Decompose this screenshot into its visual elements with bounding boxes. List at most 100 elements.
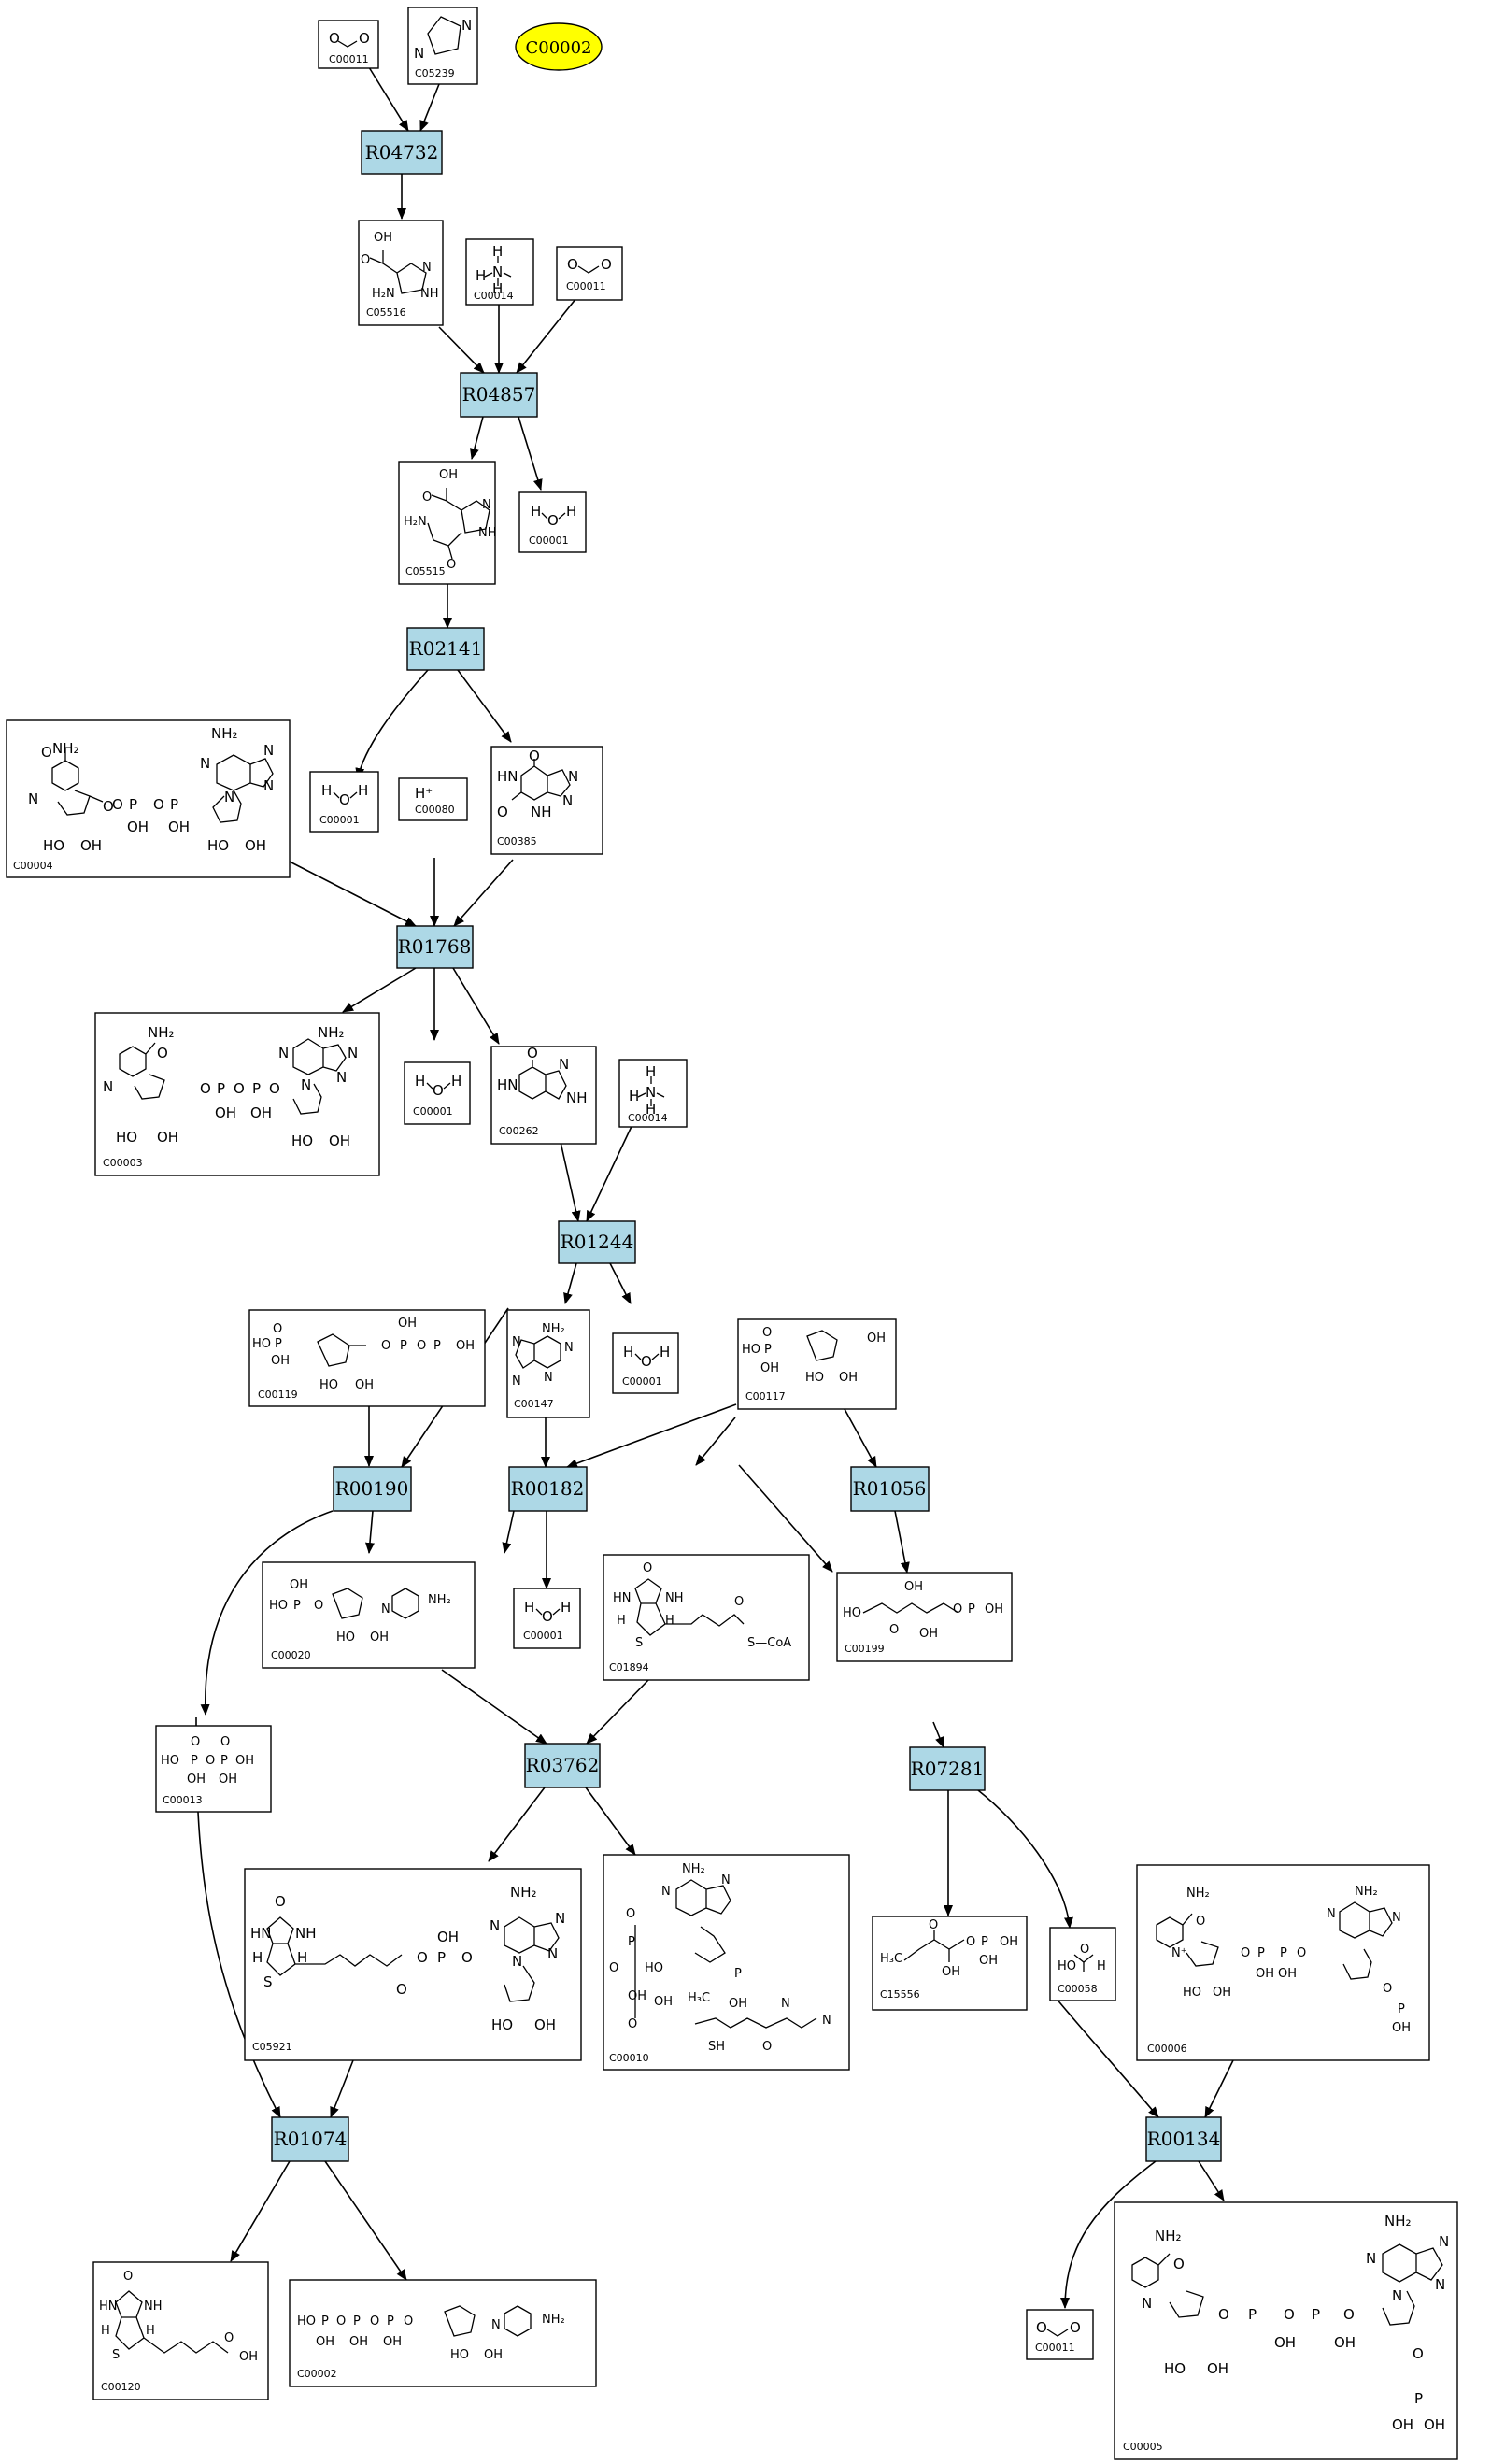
reaction-node-r04857[interactable]: R04857 (460, 372, 538, 418)
compound-node-c00080[interactable]: H⁺ C00080 (398, 777, 468, 821)
compound-label: C00010 (609, 2052, 649, 2064)
atom-label: N (224, 789, 234, 805)
highlight-compound-ellipse[interactable]: C00002 (515, 22, 603, 71)
compound-node-c00120[interactable]: O HN NH H H S O OH C00120 (92, 2261, 269, 2400)
compound-node-c00006[interactable]: NH₂ O N⁺ O O P P NH₂ N N OH OH HO OH O P… (1136, 1864, 1430, 2061)
compound-node-c00001[interactable]: H O H C00001 (309, 771, 379, 833)
compound-node-c00020[interactable]: HO P O OH N NH₂ HO OH C00020 (262, 1561, 476, 1669)
atom-label: P (1398, 2002, 1405, 2016)
atom-label: O (200, 1080, 211, 1097)
atom-label: H (1097, 1959, 1106, 1973)
compound-node-c00147[interactable]: NH₂ N N N N C00147 (506, 1309, 590, 1418)
reaction-node-r00134[interactable]: R00134 (1145, 2116, 1222, 2162)
reaction-label: R02141 (409, 637, 483, 660)
compound-label: C15556 (880, 1988, 920, 2001)
compound-label: C00013 (163, 1794, 203, 1806)
compound-node-c00005[interactable]: NH₂ O N O O O P P OH OH NH₂ N N N N HO O… (1114, 2201, 1458, 2460)
compound-node-c00002[interactable]: HO P O P O P O N NH₂ OH OH OH HO OH C000… (289, 2279, 597, 2387)
atom-label: P (433, 1339, 441, 1353)
atom-label: P (1257, 1946, 1265, 1960)
atom-label: OH (1207, 2360, 1228, 2377)
compound-node-c00014[interactable]: H N H H C00014 (465, 238, 534, 306)
reaction-label: R01056 (853, 1477, 927, 1500)
compound-node-c00014[interactable]: H N H H C00014 (618, 1059, 688, 1128)
compound-node-c00262[interactable]: O HN N NH C00262 (490, 1045, 597, 1145)
atom-label: H (646, 1101, 656, 1118)
atom-label: H₂N (404, 515, 427, 529)
atom-label: N (263, 777, 274, 794)
atom-label: NH₂ (542, 1322, 565, 1336)
reaction-node-r03762[interactable]: R03762 (524, 1743, 601, 1788)
atom-label: H (146, 2324, 155, 2338)
edge (368, 66, 409, 132)
atom-label: H (451, 1073, 461, 1090)
reaction-node-r01768[interactable]: R01768 (396, 925, 474, 969)
compound-node-c00003[interactable]: NH₂ O N O O O P P OH OH NH₂ N N N N HO O… (94, 1012, 380, 1176)
atom-label: O (273, 1322, 282, 1336)
compound-node-c00385[interactable]: O HN NH N O N C00385 (490, 746, 603, 855)
atom-label: H⁺ (415, 785, 433, 802)
compound-node-c00119[interactable]: HO P O OH O P O P OH OH HO OH C00119 (248, 1309, 486, 1407)
compound-node-c00013[interactable]: O O HO P O P OH OH OH C00013 (155, 1725, 272, 1813)
compound-node-c00001[interactable]: H O H C00001 (518, 491, 587, 553)
reaction-label: R01074 (274, 2128, 348, 2150)
atom-label: OH (1256, 1967, 1274, 1981)
atom-label: OH (374, 231, 392, 245)
reaction-node-r01244[interactable]: R01244 (558, 1220, 636, 1264)
atom-label: O (1036, 2319, 1047, 2336)
atom-label: N (646, 1084, 656, 1101)
atom-label: OH (219, 1773, 237, 1787)
atom-label: SH (708, 2040, 725, 2054)
atom-label: H (623, 1344, 633, 1360)
atom-label: HO (207, 837, 229, 854)
atom-label: O (601, 256, 612, 273)
compound-node-c00001[interactable]: H O H C00001 (612, 1332, 679, 1394)
compound-node-c00199[interactable]: HO O OH OH O P OH C00199 (836, 1572, 1013, 1662)
highlight-label: C00002 (525, 38, 591, 58)
compound-label: C00001 (622, 1375, 662, 1388)
reaction-node-r07281[interactable]: R07281 (909, 1746, 986, 1791)
compound-label: C00001 (319, 814, 360, 826)
atom-label: P (353, 2314, 361, 2329)
compound-node-c00011[interactable]: O O C00011 (318, 20, 379, 69)
atom-label: H (561, 1599, 571, 1616)
compound-node-c05921[interactable]: O HN NH H H S O O P OH O NH₂ N N N N HO … (244, 1868, 582, 2061)
compound-label: C05516 (366, 306, 406, 319)
compound-node-c01894[interactable]: O HN NH H H S O S—CoA C01894 (603, 1554, 810, 1681)
edge (324, 2160, 407, 2281)
atom-label: HO (1183, 1986, 1201, 2000)
atom-label: P (1414, 2390, 1423, 2407)
compound-node-c05239[interactable]: N N C05239 (407, 7, 478, 85)
atom-label: O (396, 1981, 407, 1998)
compound-node-c05515[interactable]: OH O N NH H₂N O C05515 (398, 461, 497, 585)
reaction-node-r00182[interactable]: R00182 (508, 1466, 588, 1512)
edge (609, 1262, 632, 1304)
compound-node-c00011[interactable]: O O C00011 (556, 246, 623, 301)
compound-label: C00001 (529, 534, 569, 547)
compound-node-c00001[interactable]: H O H C00001 (404, 1061, 471, 1125)
compound-node-c00004[interactable]: NH₂ O N O O O P P OH OH NH₂ N N N N HO O… (6, 719, 291, 878)
compound-node-c00117[interactable]: HO P O OH OH HO OH C00117 (737, 1318, 897, 1410)
atom-label: N (547, 1945, 558, 1962)
compound-node-c00011[interactable]: O O C00011 (1026, 2309, 1094, 2360)
atom-label: HO (116, 1129, 137, 1146)
atom-label: P (217, 1080, 225, 1097)
compound-node-c00058[interactable]: O HO H C00058 (1049, 1927, 1116, 2001)
reaction-node-r01074[interactable]: R01074 (271, 2116, 349, 2162)
reaction-node-r01056[interactable]: R01056 (850, 1466, 930, 1512)
edge (585, 1787, 636, 1856)
atom-label: O (269, 1080, 280, 1097)
atom-label: HO (843, 1606, 861, 1620)
atom-label: OH (271, 1354, 290, 1368)
compound-node-c00010[interactable]: NH₂ N N O P O HO OH O P OH H₃C OH N N SH… (603, 1854, 850, 2071)
atom-label: O (191, 1735, 200, 1749)
compound-node-c15556[interactable]: O H₃C O P OH OH OH C15556 (872, 1916, 1028, 2011)
reaction-node-r02141[interactable]: R02141 (406, 627, 485, 671)
reaction-node-r00190[interactable]: R00190 (333, 1466, 412, 1512)
reaction-node-r04732[interactable]: R04732 (361, 130, 443, 175)
atom-label: N (1327, 1907, 1336, 1921)
compound-node-c00001[interactable]: H O H C00001 (513, 1588, 581, 1649)
compound-node-c05516[interactable]: OH O N NH H₂N C05516 (358, 220, 444, 326)
atom-label: O (497, 804, 508, 820)
atom-label: O (1070, 2319, 1081, 2336)
